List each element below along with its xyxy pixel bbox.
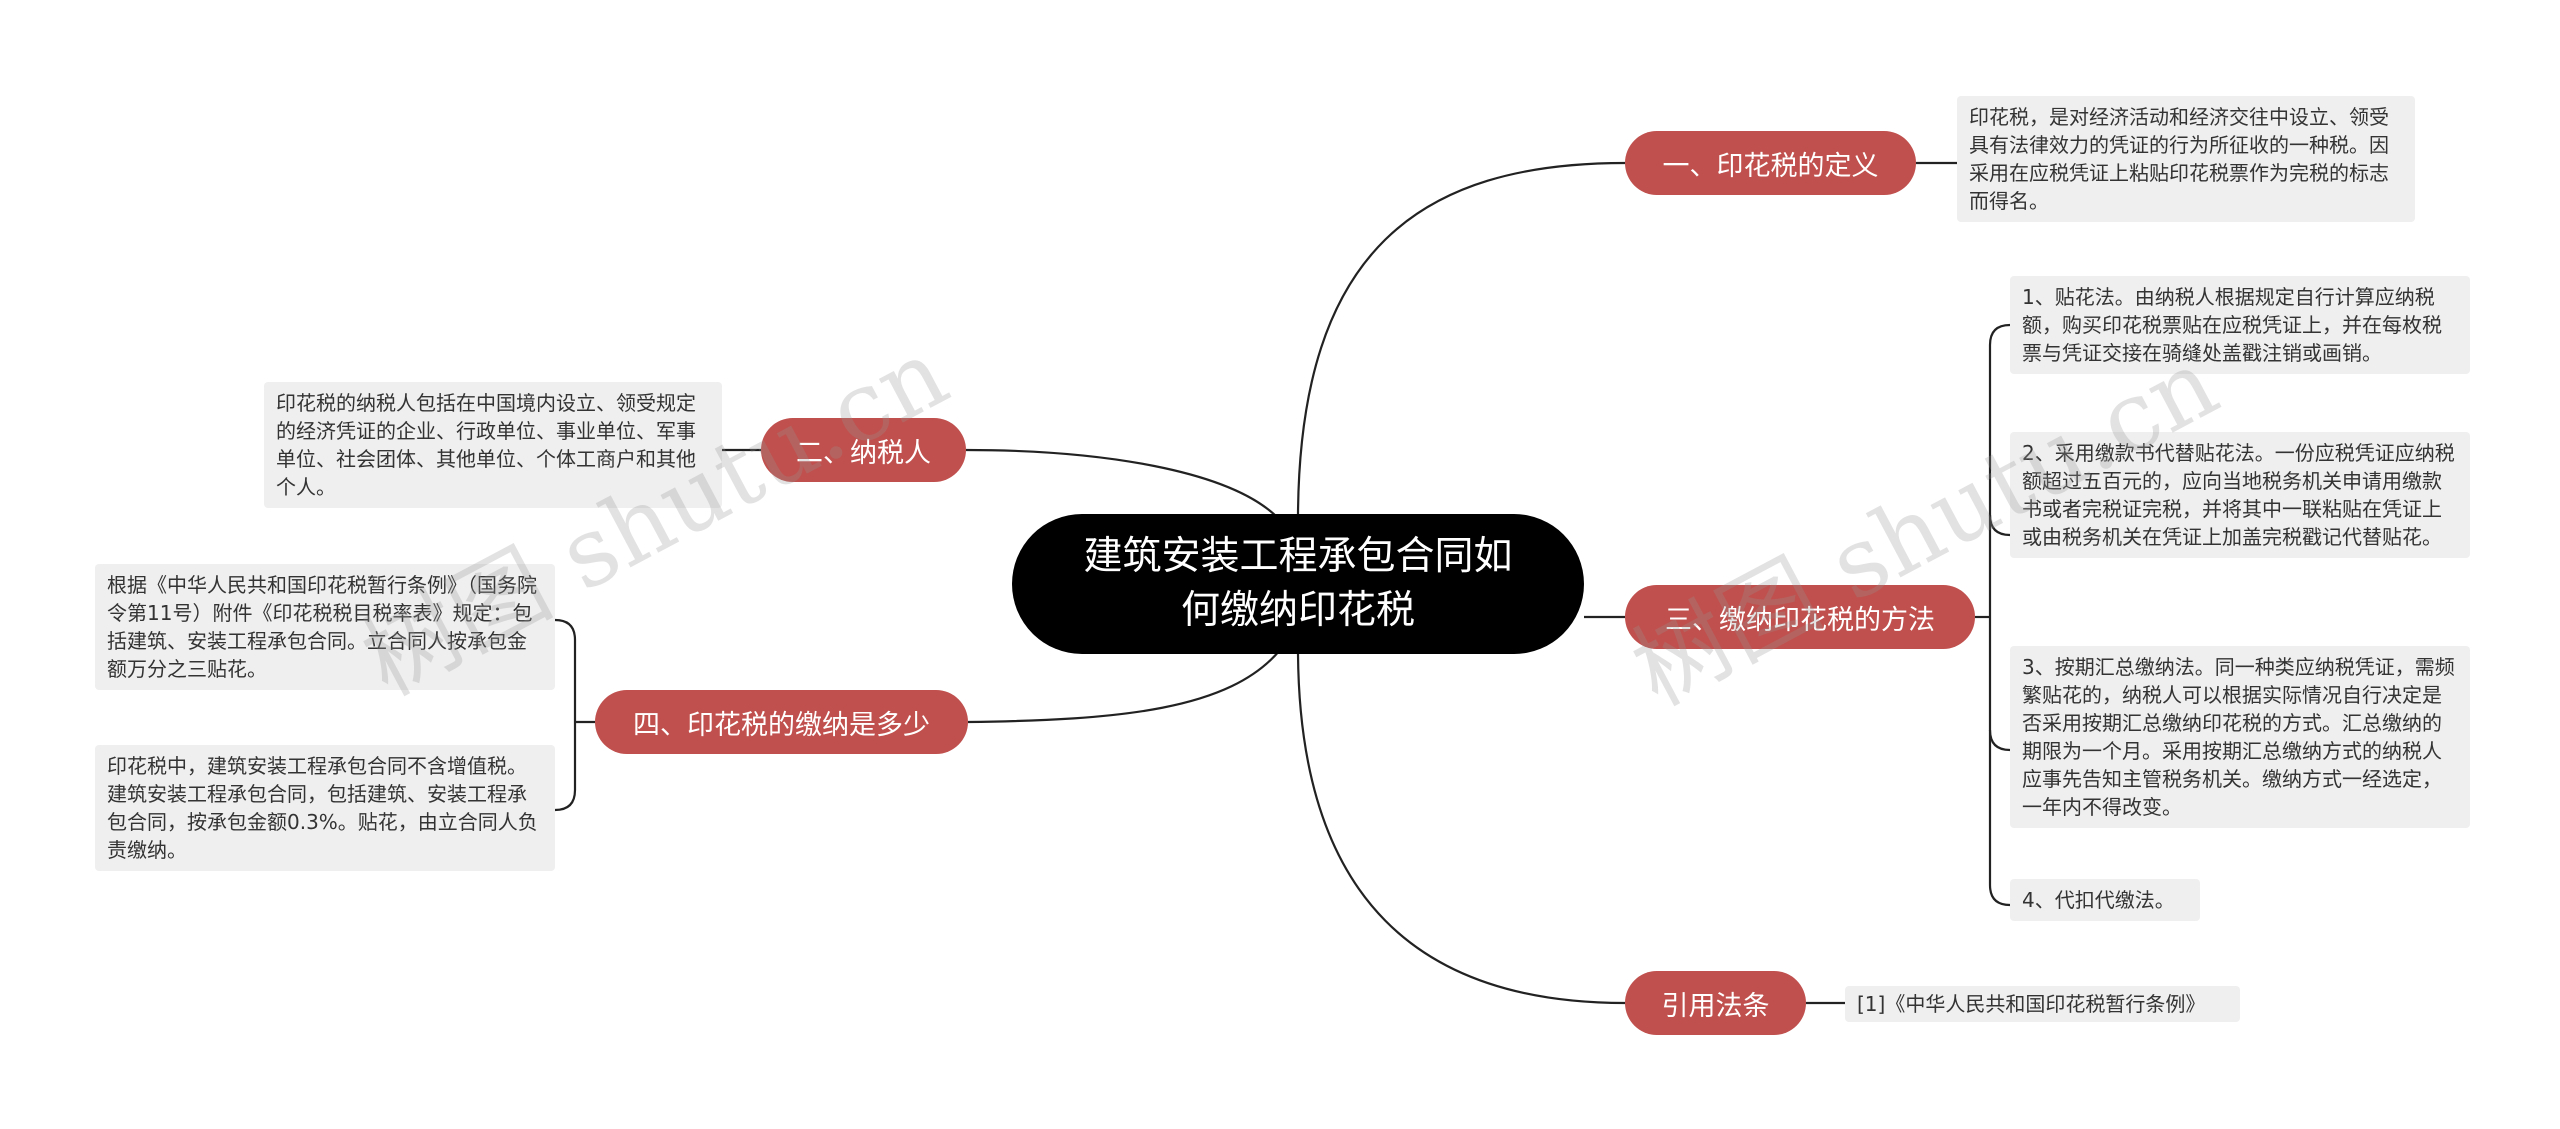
bracket-b4 (554, 618, 577, 812)
link-root-b5 (1296, 653, 1626, 1005)
central-topic-label: 建筑安装工程承包合同如何缴纳印花税 (1083, 534, 1513, 633)
branch-label: 二、纳税人 (796, 437, 931, 469)
link-root-b2 (965, 448, 1279, 519)
branch-taxpayer[interactable]: 二、纳税人 (761, 418, 966, 482)
branch-payment-methods[interactable]: 三、缴纳印花税的方法 (1625, 585, 1975, 649)
leaf-method-2: 2、采用缴款书代替贴花法。一份应税凭证应纳税额超过五百元的，应向当地税务机关申请… (2010, 432, 2470, 558)
leaf-method-1: 1、贴花法。由纳税人根据规定自行计算应纳税额，购买印花税票贴在应税凭证上，并在每… (2010, 276, 2470, 374)
leaf-taxpayer-text: 印花税的纳税人包括在中国境内设立、领受规定的经济凭证的企业、行政单位、事业单位、… (264, 382, 722, 508)
link-root-b1 (1296, 161, 1626, 515)
leaf-definition-text: 印花税，是对经济活动和经济交往中设立、领受具有法律效力的凭证的行为所征收的一种税… (1957, 96, 2415, 222)
branch-tax-amount[interactable]: 四、印花税的缴纳是多少 (595, 690, 968, 754)
leaf-amount-regulation: 根据《中华人民共和国印花税暂行条例》（国务院令第11号）附件《印花税税目税率表》… (95, 564, 555, 690)
branch-label: 一、印花税的定义 (1662, 150, 1879, 182)
branch-label: 三、缴纳印花税的方法 (1665, 604, 1935, 636)
leaf-method-3: 3、按期汇总缴纳法。同一种类应纳税凭证，需频繁贴花的，纳税人可以根据实际情况自行… (2010, 646, 2470, 828)
central-topic[interactable]: 建筑安装工程承包合同如何缴纳印花税 (1012, 514, 1584, 654)
branch-definition[interactable]: 一、印花税的定义 (1625, 131, 1916, 195)
leaf-method-4: 4、代扣代缴法。 (2010, 879, 2200, 921)
branch-label: 引用法条 (1661, 990, 1770, 1022)
leaf-cited-law: [1]《中华人民共和国印花税暂行条例》 (1845, 986, 2240, 1022)
branch-label: 四、印花税的缴纳是多少 (633, 709, 930, 741)
leaf-amount-vat: 印花税中，建筑安装工程承包合同不含增值税。建筑安装工程承包合同，包括建筑、安装工… (95, 745, 555, 871)
link-root-b4 (967, 649, 1281, 724)
branch-cited-law[interactable]: 引用法条 (1625, 971, 1806, 1035)
bracket-b3 (1988, 323, 2011, 907)
